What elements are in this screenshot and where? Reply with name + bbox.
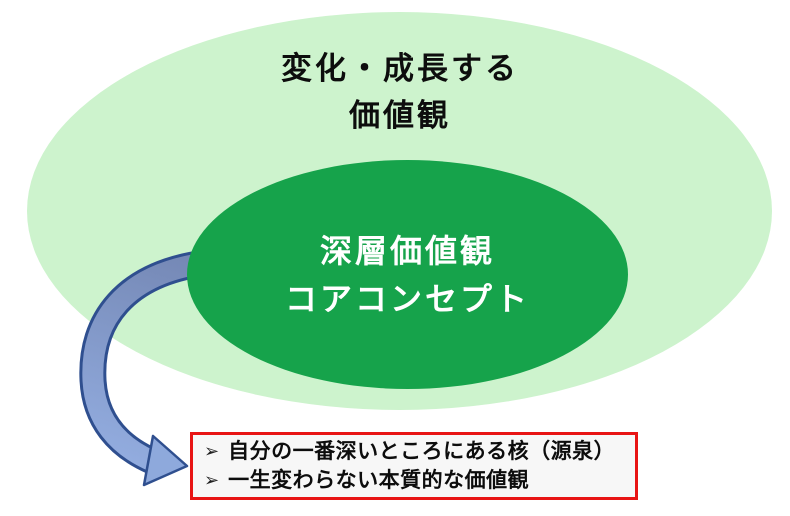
curved-arrow-head <box>142 434 189 487</box>
outer-ellipse-label: 変化・成長する 価値観 <box>195 46 605 140</box>
callout-item-text: 一生変わらない本質的な価値観 <box>228 468 530 492</box>
inner-ellipse: 深層価値観 コアコンセプト <box>187 160 628 389</box>
inner-ellipse-label-line1: 深層価値観 <box>319 231 495 270</box>
callout-item: ➢ 一生変わらない本質的な価値観 <box>204 466 635 495</box>
arrow-bullet-icon: ➢ <box>204 441 220 462</box>
arrow-bullet-icon: ➢ <box>204 470 220 491</box>
inner-ellipse-label-line2: コアコンセプト <box>284 279 530 318</box>
callout-item-text: 自分の一番深いところにある核（源泉） <box>228 439 616 463</box>
outer-ellipse-label-line2: 価値観 <box>349 98 451 134</box>
callout-item: ➢ 自分の一番深いところにある核（源泉） <box>204 437 635 466</box>
callout-box: ➢ 自分の一番深いところにある核（源泉） ➢ 一生変わらない本質的な価値観 <box>190 432 638 500</box>
outer-ellipse-label-line1: 変化・成長する <box>281 51 519 87</box>
